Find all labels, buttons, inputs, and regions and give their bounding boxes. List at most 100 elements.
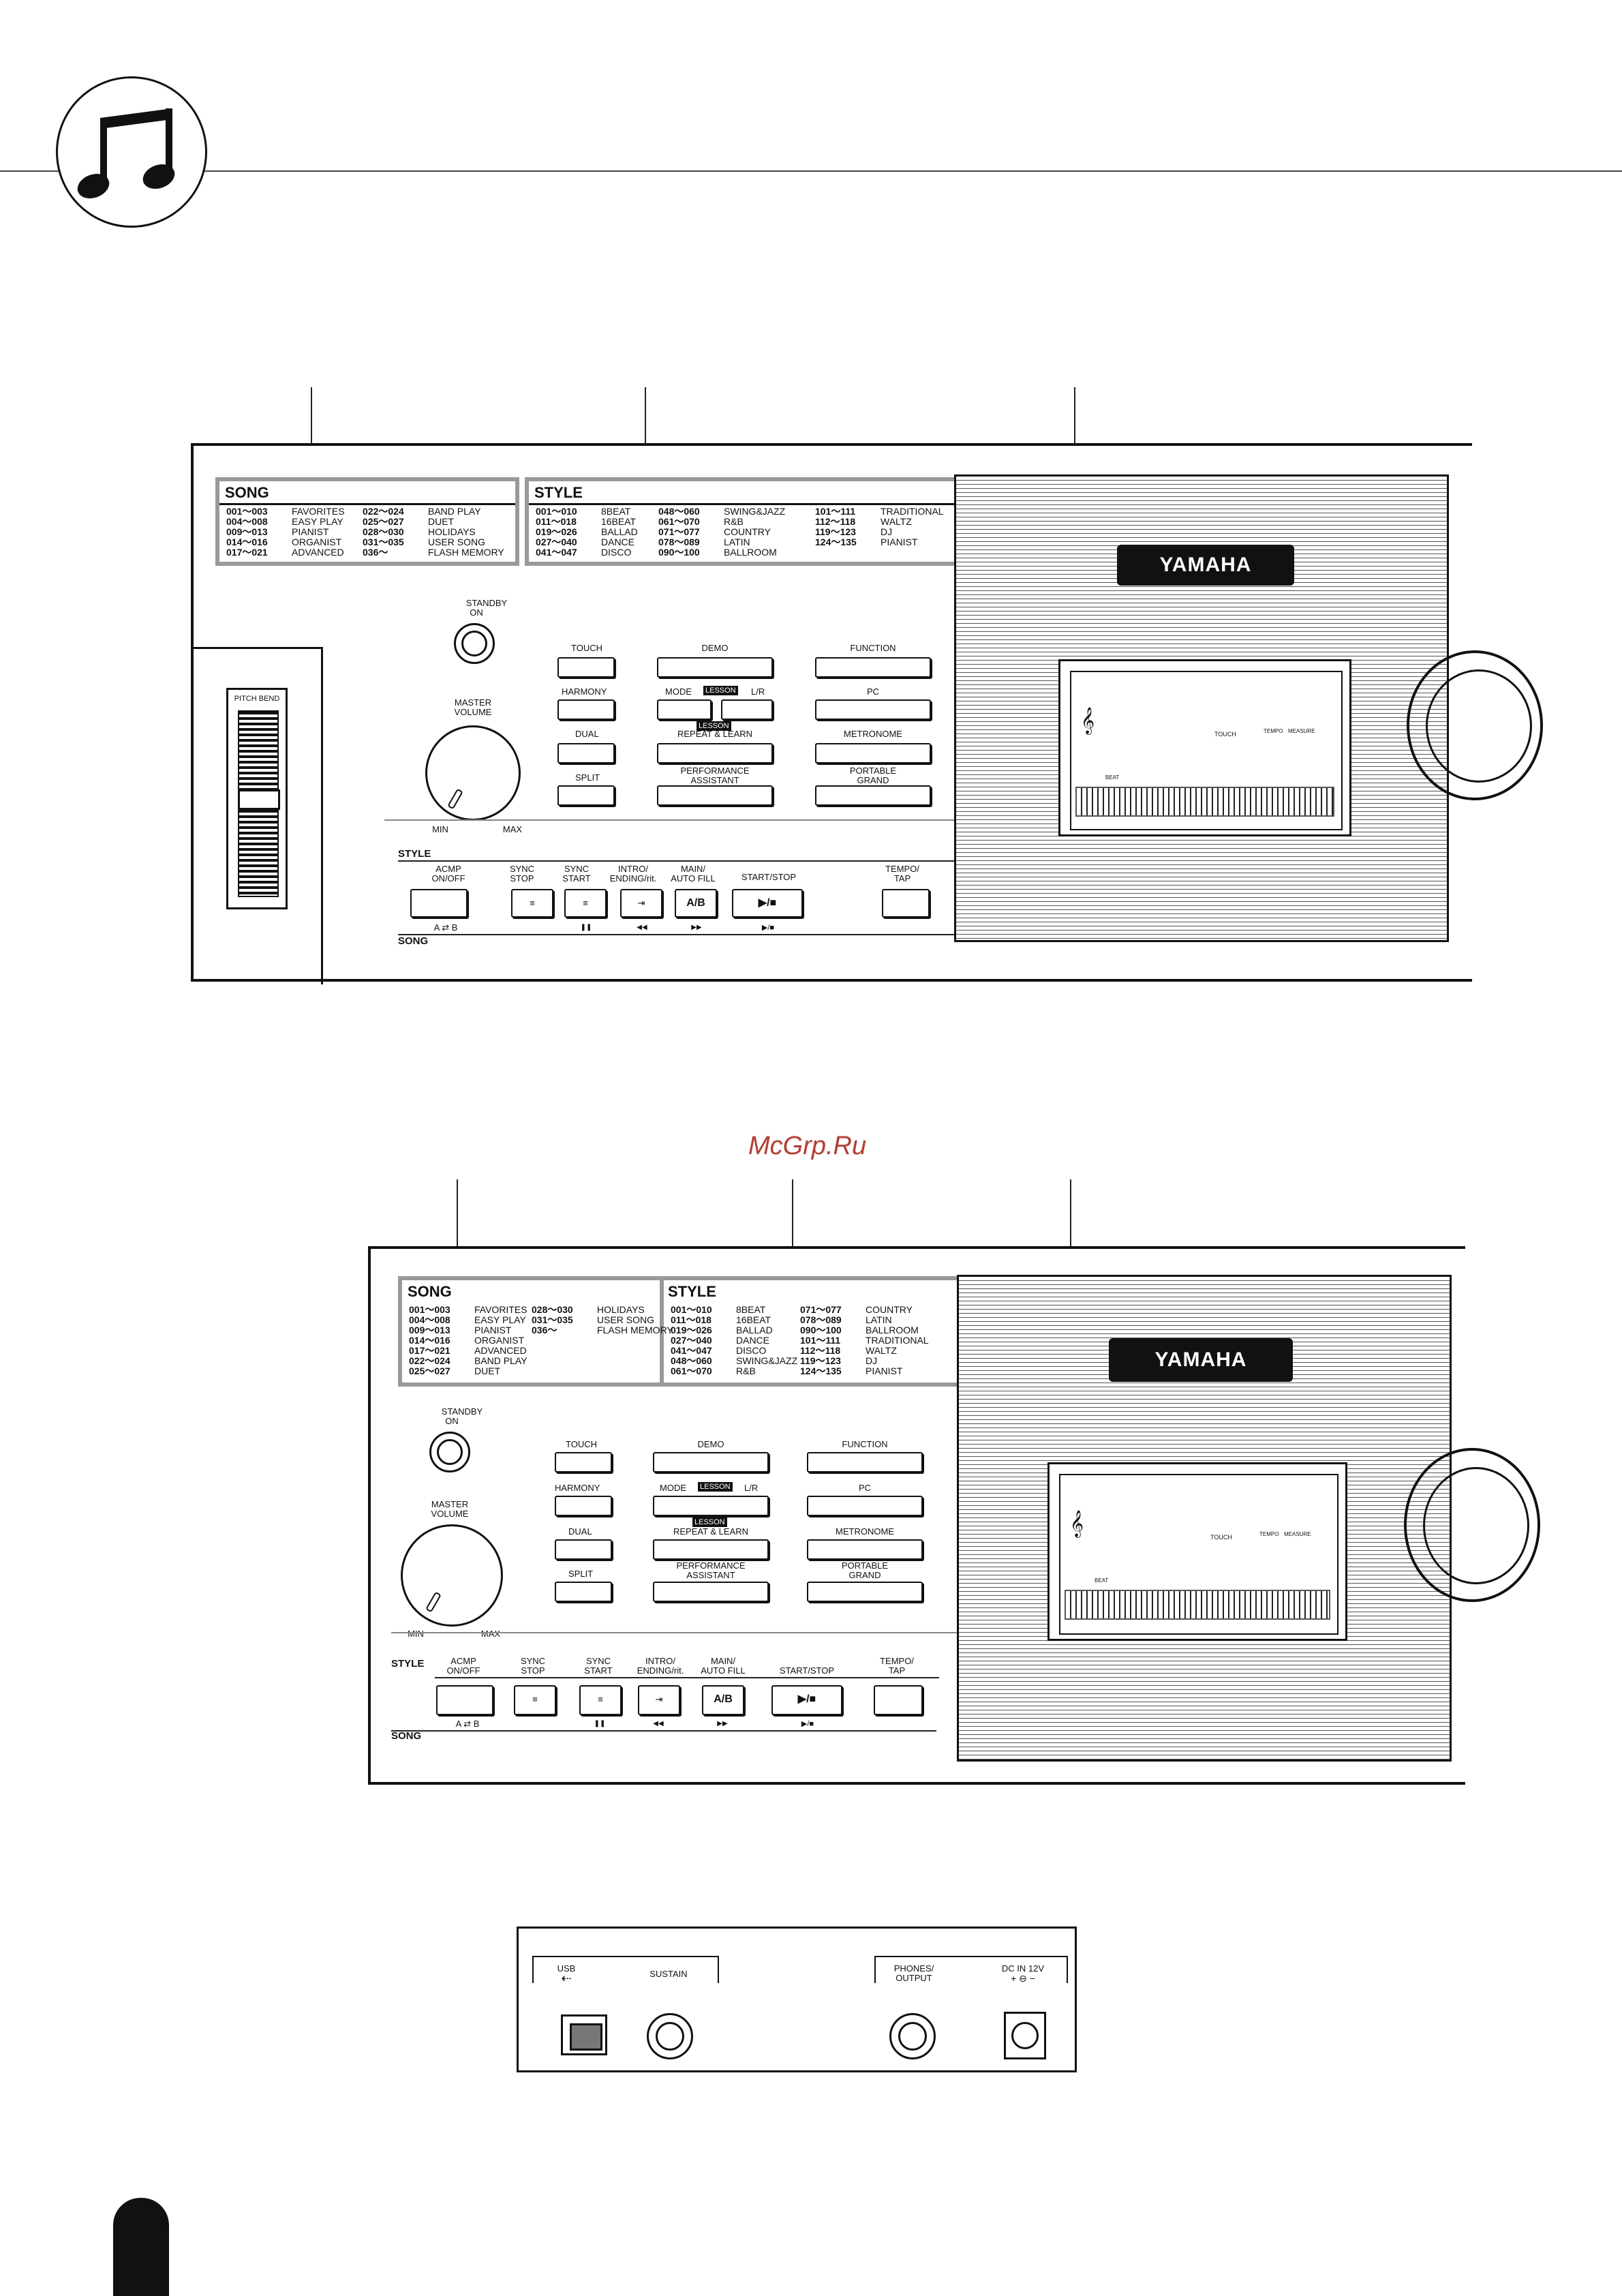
split-button[interactable] [557, 785, 615, 806]
metronome-label-2: METRONOME [836, 1526, 894, 1537]
main-ab-button-2[interactable]: A/B [702, 1685, 744, 1715]
yamaha-logo-2: YAMAHA [1109, 1338, 1293, 1382]
lcd-touch-label: TOUCH [1214, 731, 1236, 738]
tempo-tap-button[interactable] [882, 889, 930, 918]
acmp-button[interactable] [410, 889, 468, 918]
dc-in-port[interactable] [1004, 2012, 1046, 2059]
pitch-bend-center [238, 789, 280, 810]
master-volume-knob-2[interactable] [401, 1524, 503, 1627]
metronome-button[interactable] [815, 743, 931, 764]
rewind-label-2: ◀◀ [653, 1720, 664, 1727]
standby-label-2: STANDBY [441, 1406, 483, 1417]
lcd-display: 𝄞 TOUCH TEMPO MEASURE BEAT [1058, 659, 1351, 836]
play-stop-label: ▶/■ [761, 924, 775, 932]
portable-grand-button[interactable] [815, 785, 931, 806]
start-stop-button[interactable]: ▶/■ [732, 889, 803, 918]
style-list-2-title: STYLE [668, 1283, 716, 1300]
start-stop-button-2[interactable]: ▶/■ [771, 1685, 842, 1715]
rear-panel: USB ⇠ SUSTAIN PHONES/ OUTPUT DC IN 12V +… [517, 1927, 1077, 2072]
pc-button-2[interactable] [807, 1496, 923, 1516]
music-note-badge [56, 76, 207, 228]
on-label-2: ON [445, 1416, 459, 1426]
harmony-button[interactable] [557, 699, 615, 720]
acmp-button-2[interactable] [436, 1685, 493, 1715]
intro-button[interactable]: ⇥ [620, 889, 662, 918]
phones-jack[interactable] [889, 2013, 936, 2059]
master-volume-knob[interactable] [425, 725, 521, 821]
start-stop-label-2: START/STOP [779, 1665, 835, 1676]
intro-icon: ⇥ [637, 898, 645, 908]
ab-text: A/B [686, 897, 705, 909]
pitch-bend-wheel[interactable] [238, 710, 280, 897]
split-button-2[interactable] [555, 1582, 612, 1602]
start-stop-icon: ▶/■ [758, 897, 777, 909]
dual-label-2: DUAL [568, 1526, 592, 1537]
pc-button[interactable] [815, 699, 931, 720]
function-button-2[interactable] [807, 1452, 923, 1472]
touch-button-2[interactable] [555, 1452, 612, 1472]
style-list-title: STYLE [529, 481, 1134, 505]
harmony-button-2[interactable] [555, 1496, 612, 1516]
dual-button-2[interactable] [555, 1539, 612, 1560]
page-tab [113, 2198, 169, 2296]
ab-repeat-label-2: A ⇄ B [455, 1719, 480, 1729]
sync-stop-button[interactable]: ≡ [511, 889, 553, 918]
volume-min-label: MIN [432, 824, 448, 834]
metronome-button-2[interactable] [807, 1539, 923, 1560]
usb-icon: ⇠ [561, 1972, 572, 1985]
portable-grand-button-2[interactable] [807, 1582, 923, 1602]
demo-button-2[interactable] [653, 1452, 769, 1472]
style-row-label-2: STYLE [391, 1658, 425, 1670]
standby-label: STANDBY [465, 598, 508, 608]
lr-button[interactable] [721, 699, 773, 720]
pc-label: PC [866, 686, 880, 697]
standby-button[interactable] [454, 623, 495, 664]
mode-button[interactable] [657, 699, 711, 720]
usb-port[interactable] [561, 2014, 607, 2055]
intro-label: INTRO/ ENDING/rit. [609, 864, 657, 883]
treble-clef-icon: 𝄞 [1081, 708, 1095, 734]
sync-start-button-2[interactable]: ≡ [579, 1685, 622, 1715]
lr-label-2: L/R [744, 1483, 759, 1493]
yamaha-logo: YAMAHA [1117, 545, 1294, 586]
mode-lr-button[interactable] [653, 1496, 769, 1516]
performance-assistant-button-2[interactable] [653, 1582, 769, 1602]
standby-button-2[interactable] [429, 1432, 470, 1472]
volume-max-label-2: MAX [480, 1629, 501, 1639]
repeat-learn-button[interactable] [657, 743, 773, 764]
intro-button-2[interactable]: ⇥ [638, 1685, 680, 1715]
demo-button[interactable] [657, 657, 773, 678]
metronome-label: METRONOME [844, 729, 902, 739]
performance-assistant-button[interactable] [657, 785, 773, 806]
lesson-badge-4: LESSON [692, 1517, 727, 1527]
pitch-bend-label: PITCH BEND [234, 695, 280, 703]
play-stop-label-2: ▶/■ [801, 1720, 814, 1728]
tempo-tap-button-2[interactable] [874, 1685, 923, 1715]
sync-start-button[interactable]: ≡ [564, 889, 607, 918]
standby-button-2-inner [437, 1439, 463, 1465]
dual-button[interactable] [557, 743, 615, 764]
performance-assistant-label: PERFORMANCE ASSISTANT [680, 766, 750, 785]
repeat-learn-button-2[interactable] [653, 1539, 769, 1560]
function-button[interactable] [815, 657, 931, 678]
touch-button[interactable] [557, 657, 615, 678]
sync-stop-button-2[interactable]: ≡ [514, 1685, 556, 1715]
main-ab-button[interactable]: A/B [675, 889, 717, 918]
sustain-jack[interactable] [647, 2013, 693, 2059]
